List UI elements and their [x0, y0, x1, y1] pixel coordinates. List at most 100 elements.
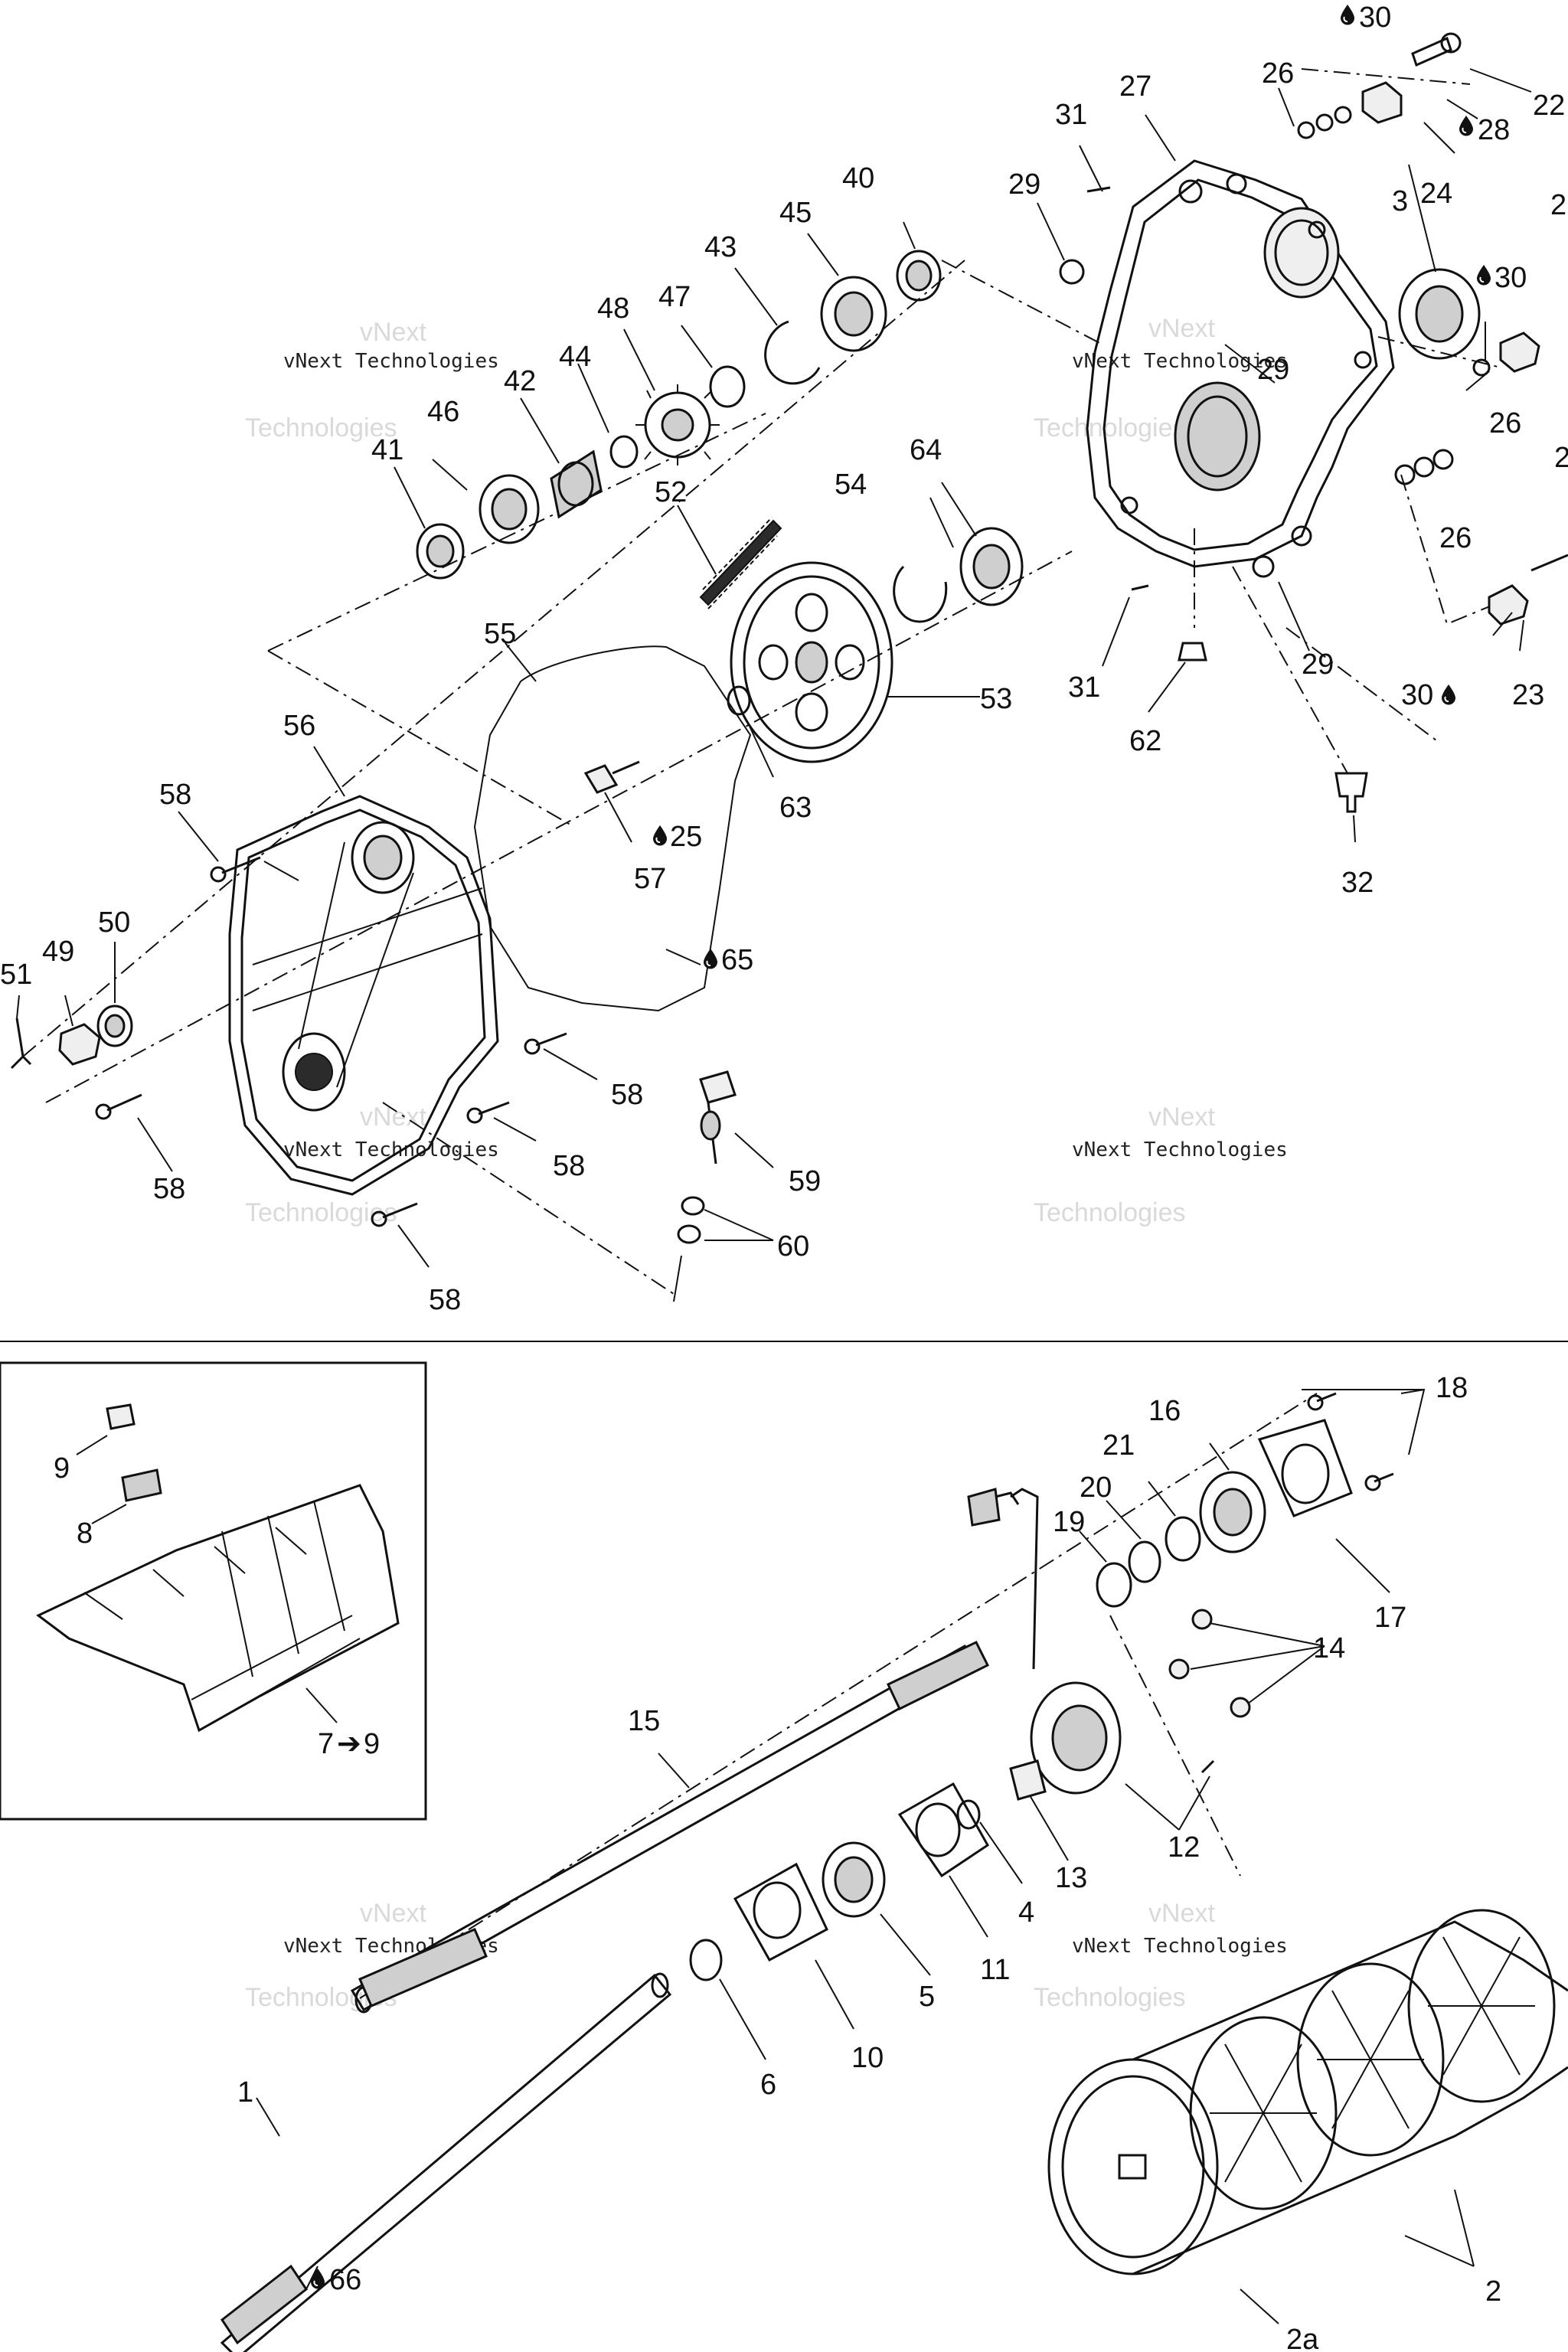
callout-20: 20 — [1080, 1472, 1112, 1504]
axis-line-22 — [1301, 68, 1471, 85]
axis-line-upper-shaft — [22, 260, 965, 1057]
part-40-seal — [896, 250, 942, 302]
lubricant-drop-icon — [652, 825, 668, 846]
part-53-sprocket — [730, 561, 893, 763]
axis-line-14 — [1109, 1615, 1241, 1877]
callout-43: 43 — [704, 231, 737, 263]
upper-callouts: 31 27 29 26 3 22 24 28 30 30 22 26 29 26… — [0, 2, 1568, 1316]
callout-58-c: 58 — [553, 1150, 585, 1182]
part-24-nut — [1361, 81, 1403, 124]
part-57-bolt — [583, 760, 640, 794]
callout-66: 66 — [329, 2264, 361, 2296]
callout-63: 63 — [779, 792, 812, 824]
sensor-assembly — [956, 1488, 1122, 1830]
callout-58-b: 58 — [611, 1079, 643, 1111]
watermark-1: vNext vNext Technologies Technologies — [245, 318, 499, 443]
part-nut-30 — [1499, 332, 1540, 373]
callout-16: 16 — [1148, 1395, 1181, 1427]
sprocket-wheel-3 — [1407, 1909, 1556, 2103]
right-fastener-stack — [1059, 32, 1568, 813]
part-13-sensor — [1009, 1759, 1047, 1801]
part-11-bore — [915, 1802, 961, 1857]
callout-12: 12 — [1168, 1831, 1200, 1864]
callout-19: 19 — [1053, 1506, 1085, 1538]
callout-29: 29 — [1008, 168, 1040, 201]
watermark-tagline: Technologies — [245, 1198, 397, 1227]
axis-line-56 — [267, 650, 575, 828]
watermark-brand: vNext — [360, 1102, 426, 1132]
callout-10: 10 — [851, 2042, 884, 2074]
callout-57: 57 — [634, 863, 666, 895]
watermark-tagline: Technologies — [245, 413, 397, 443]
part-12-pin — [1200, 1759, 1215, 1774]
callout-18: 18 — [1436, 1372, 1468, 1404]
callout-54: 54 — [835, 469, 867, 501]
part-1-drive-axle — [220, 1972, 672, 2352]
callout-22-b: 22 — [1550, 189, 1568, 221]
callout-26: 26 — [1262, 57, 1294, 90]
part-54-circlip — [893, 565, 948, 623]
watermark-brand: vNext — [1148, 1899, 1215, 1928]
lower-right-parts — [1096, 1392, 1394, 1774]
callout-52: 52 — [655, 476, 687, 508]
lubricant-drop-icon — [1459, 115, 1474, 136]
callout-31: 31 — [1055, 99, 1087, 131]
part-14-nuts — [1168, 1609, 1251, 1718]
part-26-washer-single — [1472, 358, 1491, 377]
part-3-seal — [1398, 268, 1481, 360]
part-29-nut-top — [1059, 259, 1085, 285]
callout-26-c: 26 — [1439, 522, 1472, 554]
chaincase-housing — [1086, 159, 1395, 568]
callout-45: 45 — [779, 197, 812, 229]
callout-22: 22 — [1533, 90, 1565, 122]
lubricant-drop-icon — [310, 2268, 325, 2289]
part-23-nut — [1488, 584, 1529, 626]
part-10-flange — [733, 1862, 828, 1962]
part-63-washer — [727, 685, 751, 716]
callout-2-partial: 2 — [1554, 442, 1568, 474]
track-range-from: 7 — [318, 1728, 334, 1760]
watermark-tagline: Technologies — [1034, 413, 1185, 443]
part-50-seal — [96, 1004, 133, 1047]
callout-26-b: 26 — [1489, 407, 1521, 439]
part-31-pin-bottom — [1131, 584, 1149, 591]
callout-8: 8 — [77, 1517, 93, 1550]
callout-62-label: 62 — [1129, 725, 1161, 757]
part-8-clip — [121, 1468, 162, 1502]
callout-31-bottom: 31 — [1068, 671, 1100, 704]
watermark-company: vNext Technologies — [283, 350, 499, 373]
axis-line-cover — [941, 260, 1103, 345]
watermark-6: vNext vNext Technologies Technologies — [1034, 1899, 1288, 2012]
part-6-ring — [689, 1939, 723, 1981]
callout-21: 21 — [1102, 1429, 1135, 1462]
part-10-bore — [753, 1881, 802, 1939]
sprocket-wheel-2 — [1296, 1962, 1445, 2157]
part-58-bolts — [95, 856, 567, 1227]
part-49-nut — [58, 1023, 101, 1066]
watermark-brand: vNext — [360, 1899, 426, 1928]
lubricant-drop-icon — [1340, 4, 1355, 25]
part-21-ring — [1165, 1516, 1201, 1562]
callout-58-a: 58 — [159, 779, 191, 811]
callout-4: 4 — [1018, 1896, 1034, 1929]
callout-6: 6 — [760, 2069, 776, 2101]
callout-29-b: 29 — [1257, 354, 1289, 386]
part-20-ring — [1128, 1540, 1161, 1583]
callout-1: 1 — [237, 2076, 253, 2109]
callout-2: 2 — [1485, 2275, 1501, 2308]
callout-30-mid: 30 — [1494, 262, 1527, 294]
callout-47: 47 — [658, 281, 691, 313]
callout-49: 49 — [42, 936, 74, 968]
part-64-bearing — [959, 527, 1024, 606]
callout-56: 56 — [283, 710, 315, 742]
track-range-to: 9 — [364, 1728, 380, 1760]
part-41-seal — [416, 523, 465, 580]
callout-41: 41 — [371, 434, 403, 466]
watermark-company: vNext Technologies — [1072, 1138, 1288, 1161]
part-46-bearing — [479, 474, 540, 544]
part-55-gasket — [473, 645, 752, 1012]
callout-23: 23 — [1512, 679, 1544, 711]
upper-assembly: 31 27 29 26 3 22 24 28 30 30 22 26 29 26… — [0, 2, 1568, 1316]
sensor-connector — [967, 1488, 1001, 1527]
part-9-clip — [106, 1403, 136, 1430]
